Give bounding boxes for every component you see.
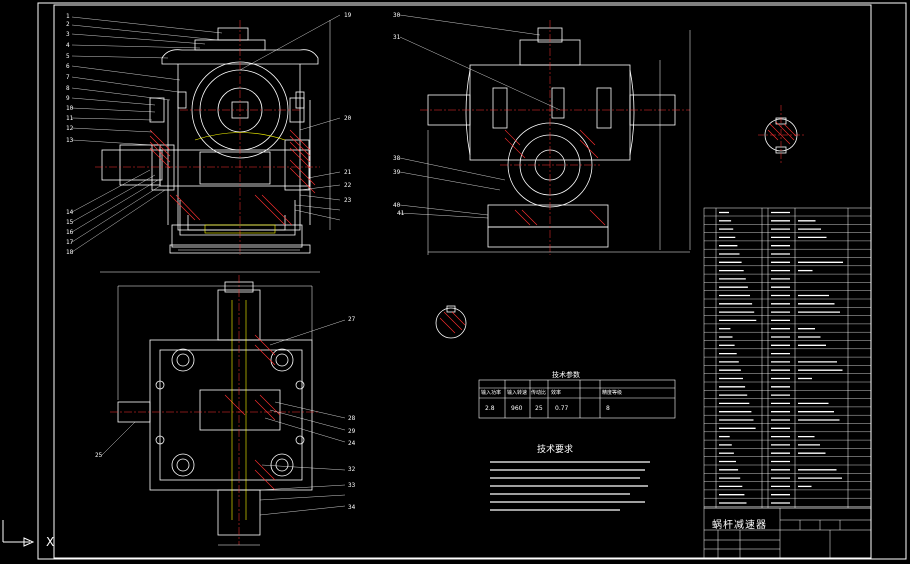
part-label-41: 41 bbox=[397, 210, 405, 217]
part-label-31: 31 bbox=[393, 34, 401, 41]
part-label-8: 8 bbox=[66, 85, 70, 92]
part-label-28: 28 bbox=[348, 415, 356, 422]
shaft-section-detail-middle bbox=[435, 305, 467, 339]
top-view-hatch bbox=[224, 334, 281, 491]
part-label-3: 3 bbox=[66, 31, 70, 38]
part-label-24: 24 bbox=[348, 440, 356, 447]
part-label-9: 9 bbox=[66, 95, 70, 102]
top-view-leaders bbox=[101, 319, 346, 516]
part-label-21: 21 bbox=[344, 169, 352, 176]
part-label-22: 22 bbox=[344, 182, 352, 189]
side-section-dimensions bbox=[100, 20, 331, 273]
front-view-leaders bbox=[399, 14, 561, 219]
top-view-centerlines bbox=[110, 275, 320, 545]
sheet-outer-border bbox=[37, 2, 907, 560]
shaft-section-detail-right-centerlines bbox=[758, 105, 805, 165]
part-label-17: 17 bbox=[66, 239, 74, 246]
tech-param-value: 8 bbox=[606, 405, 610, 412]
ucs-axis-icon bbox=[2, 520, 35, 547]
part-label-38: 38 bbox=[393, 155, 401, 162]
part-label-32: 32 bbox=[348, 466, 356, 473]
tech-param-header: 输入功率 bbox=[481, 390, 502, 396]
part-label-1: 1 bbox=[66, 13, 70, 20]
side-section-hatch bbox=[149, 129, 316, 226]
part-label-40: 40 bbox=[393, 202, 401, 209]
part-label-10: 10 bbox=[66, 105, 74, 112]
top-view bbox=[117, 281, 313, 536]
front-view-centerlines bbox=[420, 20, 690, 255]
part-label-18: 18 bbox=[66, 249, 74, 256]
part-label-16: 16 bbox=[66, 229, 74, 236]
part-label-4: 4 bbox=[66, 42, 70, 49]
tech-param-value: 960 bbox=[511, 405, 523, 412]
shaft-section-detail-right bbox=[764, 117, 798, 154]
sheet-inner-border bbox=[53, 4, 872, 559]
part-label-6: 6 bbox=[66, 63, 70, 70]
part-label-29: 29 bbox=[348, 428, 356, 435]
tech-param-header: 效率 bbox=[551, 390, 562, 396]
side-section-view bbox=[101, 27, 319, 254]
part-label-25: 25 bbox=[95, 452, 103, 459]
parts-list-rows bbox=[704, 215, 871, 507]
part-label-34: 34 bbox=[348, 504, 356, 511]
side-section-leaders bbox=[71, 14, 341, 253]
parts-list-entries bbox=[719, 211, 843, 504]
part-label-30: 30 bbox=[393, 12, 401, 19]
part-label-19: 19 bbox=[344, 12, 352, 19]
tech-requirements-title: 技术要求 bbox=[537, 445, 574, 455]
part-label-7: 7 bbox=[66, 74, 70, 81]
title-block bbox=[703, 507, 872, 559]
tech-param-header: 输入转速 bbox=[507, 390, 528, 396]
shaft-section-detail-right-hatch bbox=[767, 121, 797, 145]
part-label-23: 23 bbox=[344, 197, 352, 204]
part-label-20: 20 bbox=[344, 115, 352, 122]
part-label-39: 39 bbox=[393, 169, 401, 176]
tech-param-value: 25 bbox=[535, 405, 543, 412]
part-label-12: 12 bbox=[66, 125, 74, 132]
side-section-hidden bbox=[194, 132, 286, 234]
part-label-14: 14 bbox=[66, 209, 74, 216]
front-view-dimensions bbox=[427, 30, 691, 255]
part-label-27: 27 bbox=[348, 316, 356, 323]
part-label-11: 11 bbox=[66, 115, 74, 122]
tech-requirements-lines bbox=[490, 461, 650, 511]
top-view-hidden bbox=[231, 300, 247, 520]
parts-list bbox=[703, 207, 872, 509]
part-label-2: 2 bbox=[66, 21, 70, 28]
part-label-5: 5 bbox=[66, 53, 70, 60]
part-label-13: 13 bbox=[66, 137, 74, 144]
part-label-33: 33 bbox=[348, 482, 356, 489]
tech-params-title: 技术参数 bbox=[552, 371, 580, 379]
shaft-section-detail-middle-hatch bbox=[439, 311, 466, 334]
front-view bbox=[427, 27, 676, 248]
top-view-dimensions bbox=[117, 285, 313, 546]
ucs-x-label: X bbox=[46, 535, 55, 549]
side-section-centerlines bbox=[95, 20, 320, 255]
tech-param-header: 精度等级 bbox=[602, 390, 623, 396]
title-block-drawing-name: 蜗杆减速器 bbox=[712, 520, 767, 531]
front-view-hatch bbox=[504, 129, 606, 226]
tech-params-table bbox=[478, 379, 676, 419]
tech-param-value: 2.8 bbox=[485, 405, 495, 412]
tech-param-header: 传动比 bbox=[531, 390, 547, 396]
tech-param-value: 0.77 bbox=[555, 405, 569, 412]
part-label-15: 15 bbox=[66, 219, 74, 226]
